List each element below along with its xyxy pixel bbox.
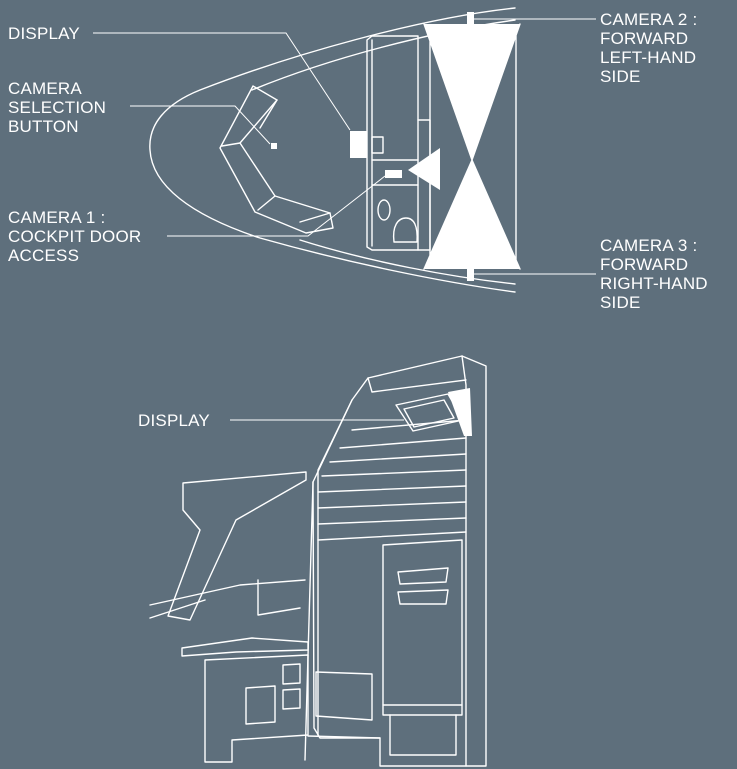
display-label-top: DISPLAY — [8, 24, 80, 43]
door-vent-lower — [397, 589, 449, 605]
lavatory-toilet — [392, 217, 418, 243]
side-console-frame — [149, 579, 306, 619]
camera-selection-button-label: CAMERA SELECTION BUTTON — [8, 79, 107, 136]
cockpit-cabinet — [204, 654, 309, 763]
camera-1-field-of-view — [408, 148, 440, 190]
camera-2-label: CAMERA 2 : FORWARD LEFT-HAND SIDE — [600, 10, 698, 86]
cockpit-plan-view — [93, 7, 596, 293]
display-plan — [350, 131, 367, 158]
lavatory-sink — [377, 199, 391, 221]
camera-2-field-of-view — [424, 24, 520, 269]
door-panel — [382, 539, 463, 716]
display-plan-side — [371, 136, 384, 154]
camera-3-body — [467, 267, 474, 281]
camera-1-label: CAMERA 1 : COCKPIT DOOR ACCESS — [8, 208, 142, 265]
camera-fov-edges — [423, 23, 521, 270]
display-perspective-screen — [403, 399, 455, 428]
display-label-bottom: DISPLAY — [138, 411, 210, 430]
door-vent-upper — [397, 567, 449, 585]
cockpit-windshield — [219, 85, 334, 234]
cockpit-perspective-view — [149, 355, 487, 767]
fuselage-outline — [149, 7, 516, 293]
camera-selection-button — [271, 143, 277, 149]
lavatory-partition — [371, 119, 431, 251]
camera-1-body — [385, 170, 402, 178]
leader-camera-selection — [130, 105, 271, 145]
cockpit-windshield-inner — [221, 99, 331, 223]
leader-camera-1 — [167, 175, 386, 237]
bulkhead-left-edge — [304, 399, 353, 761]
floor-line — [307, 735, 381, 739]
cockpit-desk — [181, 637, 309, 657]
camera-2-body — [467, 12, 474, 26]
leader-display-top — [93, 32, 351, 131]
camera-3-label: CAMERA 3 : FORWARD RIGHT-HAND SIDE — [600, 236, 708, 312]
display-bracket — [448, 388, 472, 436]
side-console — [167, 471, 307, 621]
cockpit-cabinet-panels — [245, 663, 373, 725]
cockpit-bulkhead — [366, 35, 419, 251]
door-kickplate — [382, 704, 463, 756]
fuselage-lower-inner — [299, 239, 516, 285]
bulkhead-ribs — [317, 419, 467, 541]
bulkhead-front-edge — [367, 355, 467, 767]
